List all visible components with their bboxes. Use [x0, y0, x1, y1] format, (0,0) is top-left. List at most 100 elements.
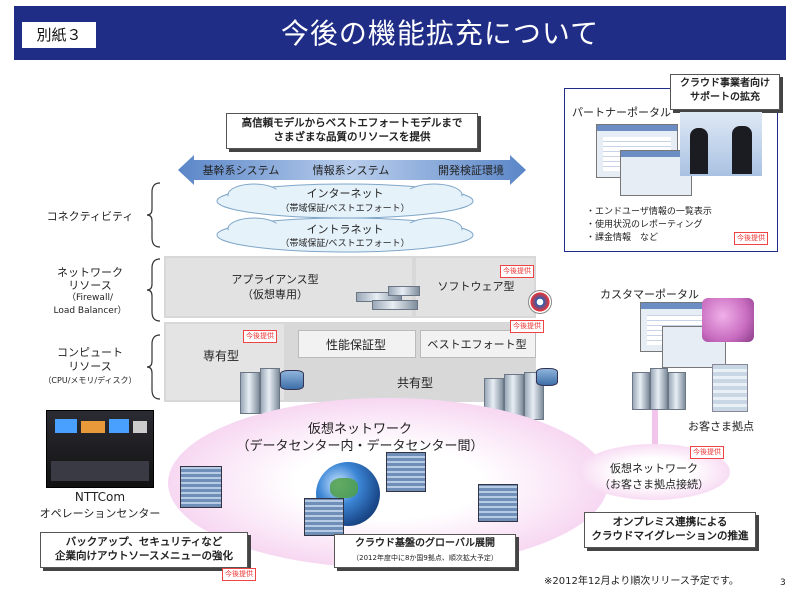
partner-portal-title: パートナーポータル [572, 106, 671, 119]
datacenter-icon [386, 452, 426, 492]
connectivity-label: コネクティビティ [46, 210, 134, 223]
ops-screen [81, 421, 105, 433]
software-disc-icon [528, 290, 552, 314]
page-title: 今後の機能拡充について [280, 17, 600, 50]
handshake-photo [680, 112, 762, 176]
dedicated-coming-badge: 今後提供 [243, 330, 277, 343]
compute-resources-label: コンピュート リソース （CPU/メモリ/ディスク） [30, 346, 150, 388]
feature-item: ・使用状況のレポーティング [586, 220, 703, 230]
customer-portal-screenshot [662, 326, 726, 368]
spectrum-right: 開発検証環境 [438, 164, 504, 177]
customer-illustration [702, 298, 754, 342]
quality-range-line1: 高信頼モデルからベストエフォートモデルまで [241, 117, 463, 129]
person-right [732, 126, 752, 174]
internet-subtitle: （帯域保証/ベストエフォート） [280, 204, 410, 214]
virtual-network-title: 仮想ネットワーク [307, 422, 412, 437]
cloud-provider-support-callout: クラウド事業者向け サポートの拡充 [670, 74, 780, 110]
appendix-label: 別紙３ [22, 22, 96, 48]
appliance-title: アプライアンス型 [231, 273, 319, 286]
feature-item: ・課金情報 など [586, 233, 659, 243]
operation-center-photo [46, 410, 154, 488]
customer-vnet-coming-badge: 今後提供 [690, 446, 724, 459]
compute-label-line2: リソース [68, 360, 112, 373]
ops-desks [51, 461, 149, 481]
software-title: ソフトウェア型 [437, 280, 515, 293]
performance-title: 性能保証型 [325, 338, 386, 352]
screenshot-header [641, 303, 717, 309]
performance-box [298, 330, 416, 358]
compute-label-line3: （CPU/メモリ/ディスク） [43, 376, 137, 385]
best-effort-box [420, 330, 536, 358]
global-expansion-callout: クラウド基盤のグローバル展開 （2012年度中に8か国9拠点、順次拡大予定） [334, 534, 516, 568]
global-line2: （2012年度中に8か国9拠点、順次拡大予定） [352, 554, 498, 562]
datacenter-icon [478, 484, 518, 522]
spectrum-arrow [178, 155, 526, 185]
internet-title: インターネット [306, 187, 384, 200]
customer-vnet-title: 仮想ネットワーク [610, 462, 698, 475]
virtual-network-subtitle: （データセンター内・データセンター間） [236, 439, 484, 454]
backup-line1: バックアップ、セキュリティなど [65, 536, 223, 548]
dedicated-title: 専有型 [202, 349, 239, 363]
support-line2: サポートの拡充 [690, 92, 760, 103]
datacenter-icon [180, 466, 222, 508]
intranet-cloud [216, 217, 474, 253]
appliance-server-icon [388, 286, 420, 296]
screenshot-header [597, 125, 677, 131]
storage-icon [280, 370, 304, 390]
backup-coming-badge: 今後提供 [222, 568, 256, 581]
network-label-line2: リソース [68, 279, 112, 292]
onprem-line1: オンプレミス連携による [612, 516, 728, 528]
customer-server-icon [632, 372, 650, 410]
customer-vnet-subtitle: （お客さま拠点接続） [599, 478, 709, 491]
spectrum-center: 情報系システム [312, 164, 390, 177]
datacenter-icon [304, 498, 344, 536]
intranet-title: イントラネット [306, 223, 384, 236]
ops-screen [55, 419, 77, 433]
network-label-line4: Load Balancer） [53, 306, 127, 316]
global-line1: クラウド基盤のグローバル展開 [355, 538, 495, 549]
appliance-subtitle: （仮想専用） [242, 288, 308, 301]
software-coming-badge: 今後提供 [500, 265, 534, 278]
partner-portal-features: ・エンドユーザ情報の一覧表示 ・使用状況のレポーティング ・課金情報 など [586, 206, 756, 245]
customer-portal-title: カスタマーポータル [600, 288, 699, 301]
screenshot-header [621, 151, 691, 157]
operation-center-line2: オペレーションセンター [39, 507, 161, 520]
customer-server-icon [650, 368, 668, 410]
network-brace [146, 258, 161, 322]
partner-coming-badge: 今後提供 [734, 232, 768, 245]
support-line1: クラウド事業者向け [680, 78, 770, 89]
best-effort-coming-badge: 今後提供 [510, 320, 544, 333]
ops-screen [109, 419, 129, 433]
compute-brace [146, 334, 161, 400]
internet-cloud [216, 183, 474, 219]
intranet-subtitle: （帯域保証/ベストエフォート） [280, 239, 410, 249]
onprem-migration-callout: オンプレミス連携による クラウドマイグレーションの推進 [584, 512, 756, 548]
footnote: ※2012年12月より順次リリース予定です。 [544, 576, 739, 587]
best-effort-title: ベストエフォート型 [427, 338, 527, 351]
network-resources-label: ネットワーク リソース （Firewall/ Load Balancer） [30, 266, 150, 318]
shared-title: 共有型 [396, 376, 433, 390]
title-bar [14, 6, 786, 60]
appliance-server-icon [372, 300, 418, 310]
spectrum-left: 基幹系システム [202, 164, 280, 177]
onprem-line2: クラウドマイグレーションの推進 [591, 530, 749, 542]
operation-center-line1: NTTCom [74, 490, 126, 504]
backup-line2: 企業向けアウトソースメニューの強化 [55, 550, 233, 562]
network-label-line3: （Firewall/ [67, 293, 113, 303]
page-number: 3 [780, 578, 786, 588]
customer-site-label: お客さま拠点 [688, 420, 754, 433]
appliance-box [166, 258, 412, 316]
backup-security-callout: バックアップ、セキュリティなど 企業向けアウトソースメニューの強化 [40, 532, 248, 568]
dedicated-server-icon [240, 372, 260, 414]
compute-label-line1: コンピュート [57, 346, 123, 359]
globe-continents [330, 478, 358, 498]
customer-building-icon [712, 364, 748, 412]
ops-screen [133, 421, 147, 433]
quality-range-callout: 高信頼モデルからベストエフォートモデルまで さまざまな品質のリソースを提供 [226, 113, 478, 149]
customer-server-icon [668, 372, 686, 410]
network-label-line1: ネットワーク [57, 266, 123, 279]
quality-range-line2: さまざまな品質のリソースを提供 [273, 131, 431, 143]
connectivity-brace [146, 182, 161, 248]
feature-item: ・エンドユーザ情報の一覧表示 [586, 207, 712, 217]
person-left [690, 128, 708, 174]
